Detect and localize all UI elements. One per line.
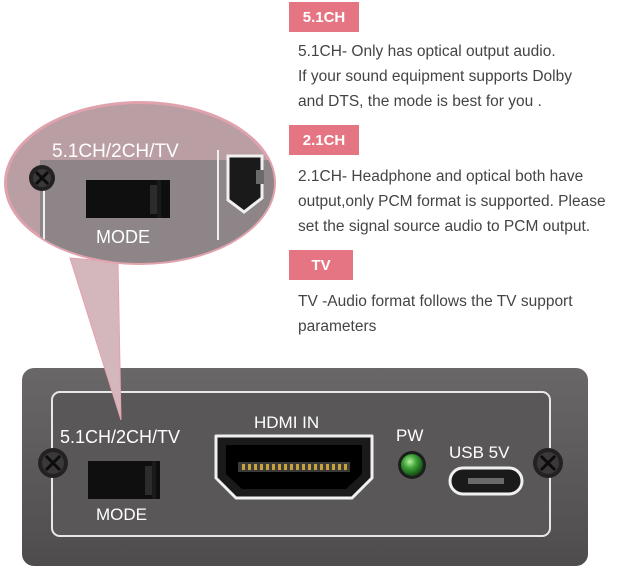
usb-port[interactable]	[448, 466, 524, 496]
mode-tag-tv: TV	[289, 250, 353, 280]
mode-tag-5-1ch: 5.1CH	[289, 2, 359, 32]
mode-description-tv: TV -Audio format follows the TV support …	[298, 293, 573, 335]
zoom-callout	[4, 101, 276, 421]
power-led-icon	[398, 451, 426, 479]
callout-mode-switch	[86, 180, 170, 218]
panel-usb-label: USB 5V	[449, 443, 510, 462]
mode-switch[interactable]	[88, 461, 160, 499]
panel-switch-label: 5.1CH/2CH/TV	[60, 427, 180, 447]
panel-power-label: PW	[396, 426, 423, 445]
callout-screw-icon	[29, 165, 55, 191]
callout-mode-label: MODE	[96, 227, 150, 247]
left-screw-icon	[38, 448, 68, 478]
hdmi-port[interactable]	[214, 434, 374, 500]
right-screw-icon	[533, 448, 563, 478]
mode-description-2-1ch: 2.1CH- Headphone and optical both have o…	[298, 168, 606, 235]
callout-switch-label: 5.1CH/2CH/TV	[52, 141, 179, 162]
panel-mode-label: MODE	[96, 505, 147, 524]
mode-tag-2-1ch: 2.1CH	[289, 125, 359, 155]
panel-hdmi-label: HDMI IN	[254, 413, 319, 432]
mode-description-5-1ch: 5.1CH- Only has optical output audio. If…	[298, 43, 572, 110]
